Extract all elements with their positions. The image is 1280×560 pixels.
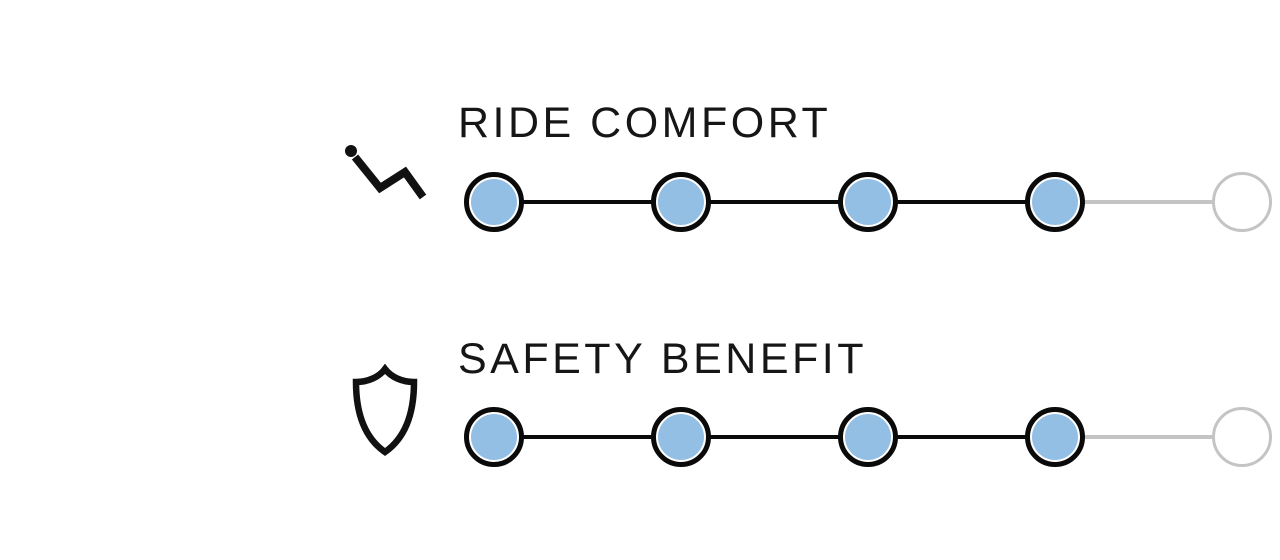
- rating-dot-empty: [1212, 172, 1272, 232]
- dot-fill: [658, 179, 704, 225]
- rating-scale-safety-benefit: [464, 407, 1272, 467]
- dot-fill: [845, 179, 891, 225]
- scale-connector: [1055, 200, 1242, 204]
- rating-dot-filled: [464, 407, 524, 467]
- rating-dot-filled: [838, 407, 898, 467]
- rating-dot-filled: [651, 407, 711, 467]
- rating-dot-empty: [1212, 407, 1272, 467]
- rating-dot-filled: [1025, 172, 1085, 232]
- rating-dot-filled: [651, 172, 711, 232]
- recline-seat-icon-svg: [345, 145, 427, 200]
- scale-connector: [681, 435, 868, 439]
- scale-connector: [681, 200, 868, 204]
- scale-connector: [494, 200, 681, 204]
- dot-fill: [845, 414, 891, 460]
- scale-connector: [868, 200, 1055, 204]
- scale-label-ride-comfort: RIDE COMFORT: [458, 99, 832, 147]
- dot-fill: [1032, 414, 1078, 460]
- dot-fill: [1032, 179, 1078, 225]
- scale-connector: [1055, 435, 1242, 439]
- recline-seat-icon: [336, 136, 428, 202]
- dot-fill: [471, 179, 517, 225]
- dot-fill: [658, 414, 704, 460]
- rating-dot-filled: [1025, 407, 1085, 467]
- scale-connector: [494, 435, 681, 439]
- dot-fill: [471, 414, 517, 460]
- rating-dot-filled: [838, 172, 898, 232]
- shield-icon: [347, 364, 423, 457]
- rating-scale-ride-comfort: [464, 172, 1272, 232]
- scale-connector: [868, 435, 1055, 439]
- shield-icon-svg: [352, 364, 418, 456]
- rating-dot-filled: [464, 172, 524, 232]
- scale-label-safety-benefit: SAFETY BENEFIT: [458, 335, 867, 383]
